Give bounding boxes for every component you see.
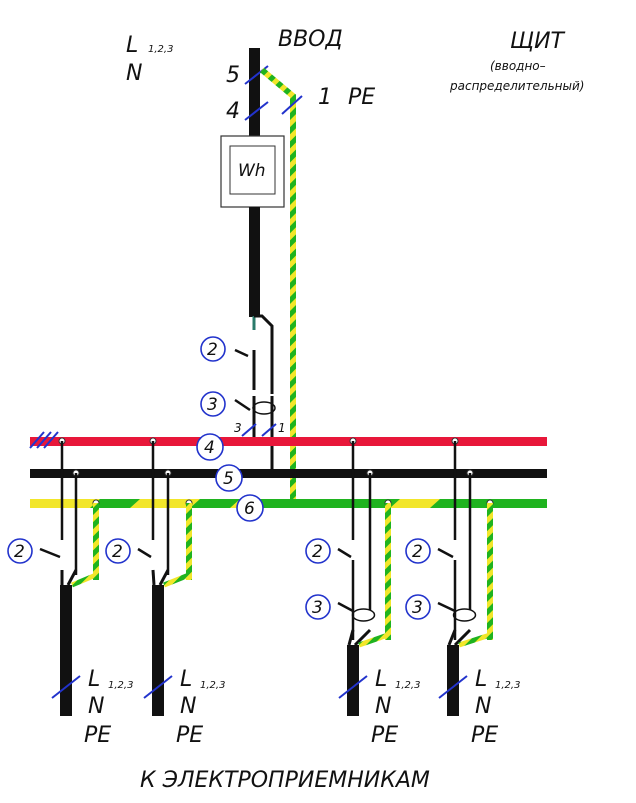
feeder-3-merge-L bbox=[347, 629, 355, 646]
feeder-1-callout-breaker bbox=[7, 538, 33, 564]
callout-main-breaker bbox=[200, 336, 226, 362]
feeder-3-breaker-lever bbox=[337, 547, 352, 559]
feeder-1-label-PE: PE bbox=[84, 723, 111, 748]
feeder-4-merge-PE bbox=[458, 632, 491, 648]
legend-L: L bbox=[126, 33, 138, 58]
feeder-4-callout-rcd bbox=[405, 594, 431, 620]
feeder-2-label-L-sub: 1,2,3 bbox=[200, 680, 225, 691]
feeder-2-merge-PE bbox=[163, 572, 190, 588]
callout-main-rcd-text: 3 bbox=[207, 395, 218, 415]
feeder-4-breaker-lever bbox=[437, 547, 454, 559]
panel-title: ЩИТ bbox=[510, 29, 566, 54]
bottom-label: К ЭЛЕКТРОПРИЕМНИКАМ bbox=[140, 768, 430, 793]
feeder-4-label-N: N bbox=[475, 694, 491, 719]
feeder-3-merge-N bbox=[353, 628, 372, 647]
feeder-2-merge-L bbox=[151, 569, 156, 586]
feeder-4-merge-N bbox=[453, 628, 472, 647]
feeder-1-merge-PE bbox=[71, 572, 97, 588]
feeder-3-callout-breaker-text: 2 bbox=[312, 542, 323, 562]
feeders-group: 2L 1,2,3N PE 2L 1,2,3N PE 2 3L 1,2,3N PE 2 3L 1,2,3N… bbox=[7, 437, 520, 748]
feeder-2-label-PE: PE bbox=[176, 723, 203, 748]
feeder-3-label-L-sub: 1,2,3 bbox=[395, 680, 420, 691]
feeder-3-merge-PE bbox=[358, 632, 389, 648]
feeder-2-breaker-lever bbox=[137, 547, 152, 559]
input-count-4: 4 bbox=[226, 99, 240, 124]
feeder-1-merge-N bbox=[66, 569, 78, 586]
meter-window bbox=[229, 145, 276, 195]
callout-bus-N-text: 5 bbox=[223, 469, 234, 489]
panel-subtitle-1: (вводно– bbox=[490, 59, 546, 73]
feeder-3-rcd-lever bbox=[337, 601, 354, 613]
feeder-4-cable bbox=[447, 645, 459, 716]
legend-N: N bbox=[126, 61, 142, 86]
feeder-1-breaker-lever bbox=[39, 547, 61, 559]
callout-bus-PE-text: 6 bbox=[244, 499, 255, 519]
feeder-1-label-L: L bbox=[88, 667, 100, 692]
feeder-2-callout-breaker bbox=[105, 538, 131, 564]
feeder-3-label-N: N bbox=[375, 694, 391, 719]
feeder-3-callout-rcd-text: 3 bbox=[312, 598, 323, 618]
callout-bus-N bbox=[215, 464, 243, 492]
feeder-2-cable-slash bbox=[143, 675, 173, 699]
feeder-4-label-L-sub: 1,2,3 bbox=[495, 680, 520, 691]
input-cable-top bbox=[249, 48, 260, 136]
input-count-1: 1 bbox=[318, 85, 332, 110]
input-pe-label: PE bbox=[348, 85, 375, 110]
feeder-3-label-PE: PE bbox=[371, 723, 398, 748]
bus-N bbox=[30, 469, 547, 478]
input-count-5: 5 bbox=[226, 63, 240, 88]
rcd-pole-left: 3 bbox=[234, 421, 242, 435]
slash-pe bbox=[281, 95, 303, 115]
feeder-3-label-L: L bbox=[375, 667, 387, 692]
feeder-2-cable bbox=[152, 585, 164, 716]
feeder-4-callout-rcd-text: 3 bbox=[412, 598, 423, 618]
meter-label: Wh bbox=[238, 161, 266, 181]
feeder-3-callout-rcd bbox=[305, 594, 331, 620]
feeder-3-cable-slash bbox=[338, 675, 368, 699]
pe-main-conductor bbox=[260, 67, 296, 500]
feeder-4-rcd-coil bbox=[452, 608, 477, 622]
feeder-2-merge-N bbox=[158, 569, 170, 586]
feeder-4-merge-L bbox=[447, 629, 457, 646]
feeder-4-label-PE: PE bbox=[471, 723, 498, 748]
feeder-1-label-N: N bbox=[88, 694, 104, 719]
feeder-4-callout-breaker-text: 2 bbox=[412, 542, 423, 562]
feeder-4-rcd-lever bbox=[437, 601, 456, 613]
callout-main-rcd bbox=[200, 391, 226, 417]
feeder-4-cable-slash bbox=[438, 675, 468, 699]
feeder-1-callout-breaker-text: 2 bbox=[14, 542, 25, 562]
callout-bus-PE bbox=[236, 494, 264, 522]
meter-output-cable bbox=[249, 207, 260, 317]
feeder-4-callout-breaker bbox=[405, 538, 431, 564]
callout-main-breaker-text: 2 bbox=[207, 340, 218, 360]
feeder-1-cable-slash bbox=[51, 675, 81, 699]
feeder-2-label-L: L bbox=[180, 667, 192, 692]
feeder-3-cable bbox=[347, 645, 359, 716]
slash-4 bbox=[244, 101, 269, 121]
legend-L-sub: 1,2,3 bbox=[148, 44, 173, 55]
bus-L bbox=[30, 437, 547, 446]
title-vvod: ВВОД bbox=[278, 27, 343, 52]
feeder-3-callout-breaker bbox=[305, 538, 331, 564]
feeder-2-callout-breaker-text: 2 bbox=[112, 542, 123, 562]
feeder-4-label-L: L bbox=[475, 667, 487, 692]
panel-subtitle-2: распределительный) bbox=[449, 79, 584, 93]
bus-PE-yellow bbox=[30, 499, 260, 508]
feeder-3-rcd-coil bbox=[351, 608, 376, 622]
feeder-1-label-L-sub: 1,2,3 bbox=[108, 680, 133, 691]
callout-bus-L-text: 4 bbox=[204, 438, 215, 458]
rcd-pole-right: 1 bbox=[278, 421, 286, 435]
feeder-1-cable bbox=[60, 585, 72, 716]
main-breaker-lever bbox=[234, 348, 249, 358]
feeder-2-label-N: N bbox=[180, 694, 196, 719]
callout-bus-L bbox=[196, 433, 224, 461]
